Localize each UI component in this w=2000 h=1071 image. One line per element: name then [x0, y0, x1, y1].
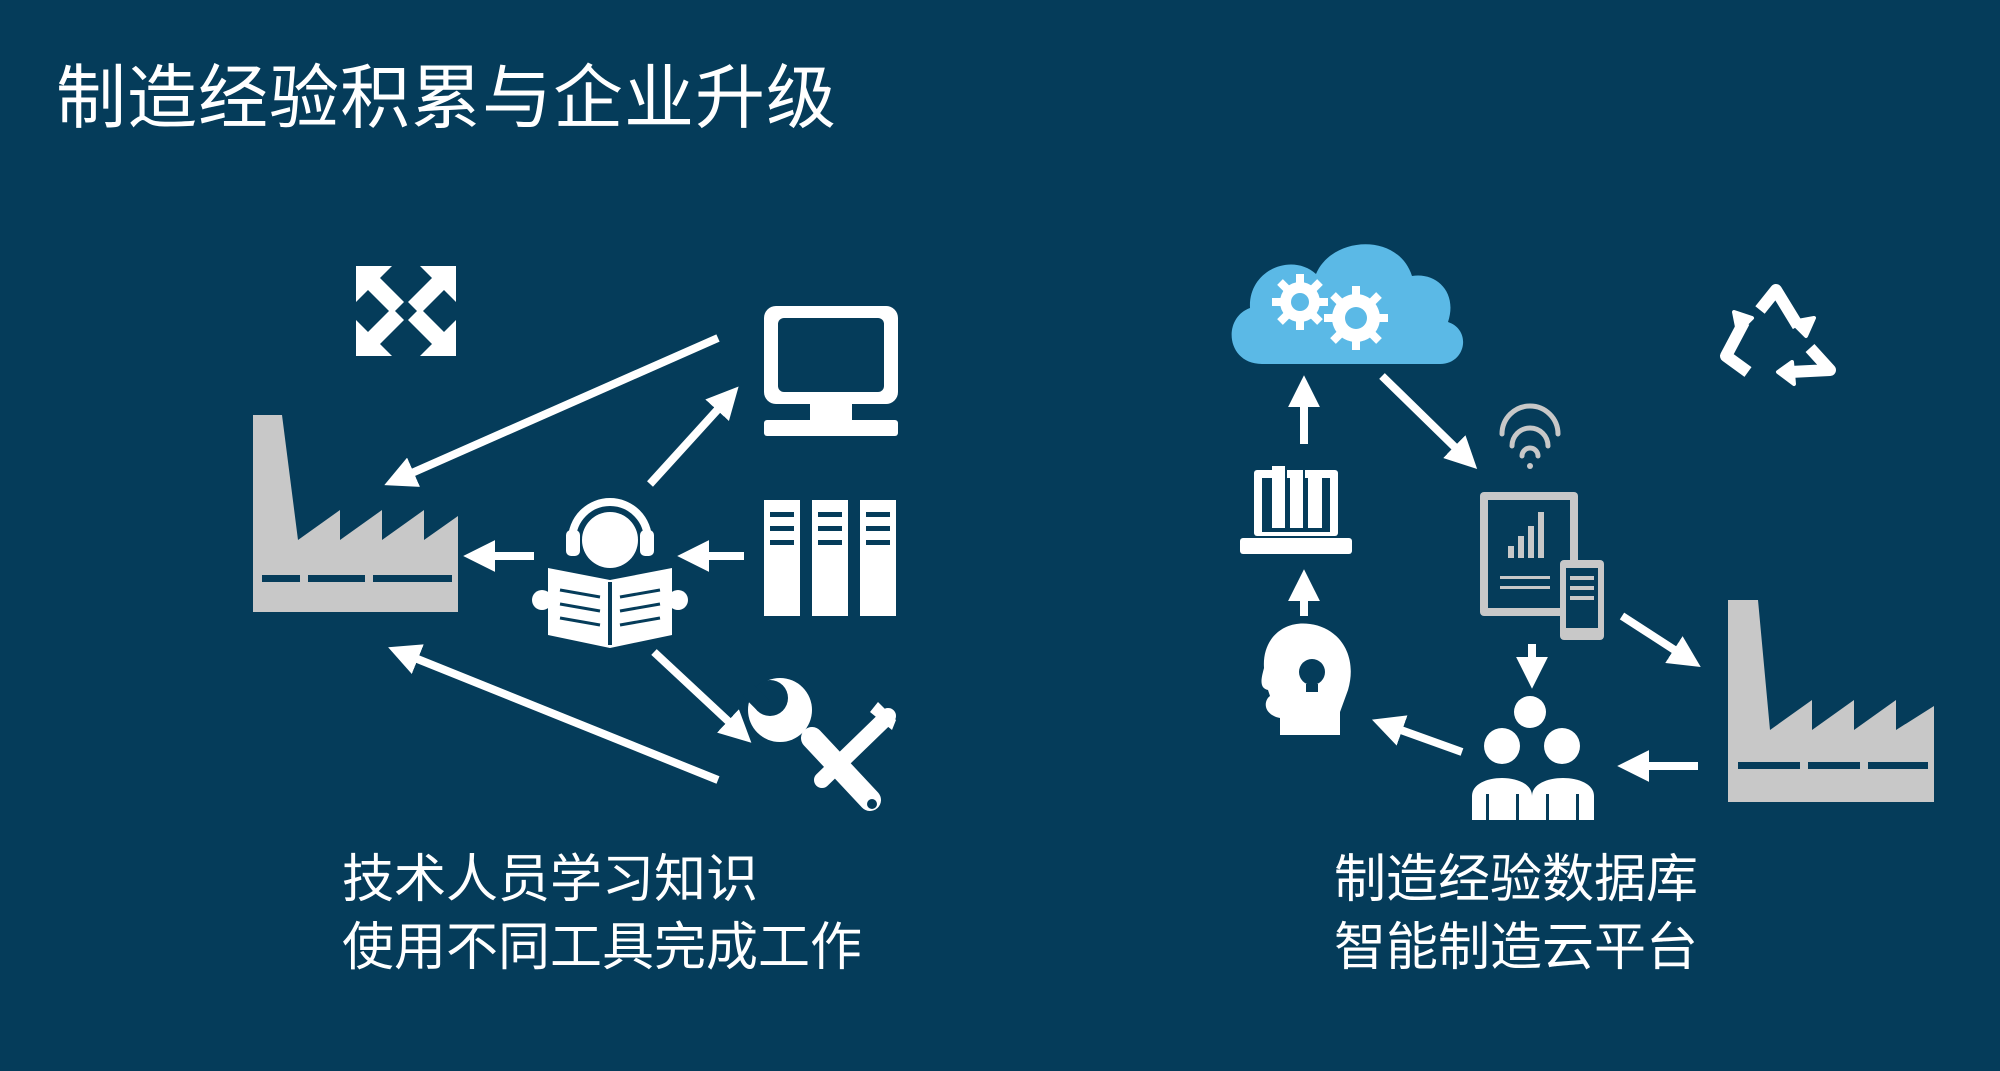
reader-with-headphones-icon — [532, 498, 688, 648]
left-caption-line-1: 技术人员学习知识 — [342, 850, 759, 910]
arrow-cloud-to-tablet — [1379, 373, 1478, 469]
arrow-team-to-head — [1371, 715, 1464, 756]
arrow-monitor-to-factory — [384, 334, 720, 487]
arrow-reader-to-tools — [651, 649, 752, 743]
tablet-chart-icon — [1480, 492, 1604, 640]
monitor-icon — [764, 306, 898, 436]
factory-icon — [1728, 600, 1934, 802]
wrench-screwdriver-icon — [742, 678, 896, 811]
lightbulb-head-icon — [1261, 623, 1351, 735]
wifi-icon — [1499, 403, 1561, 469]
move-arrows-icon — [356, 266, 456, 356]
right-caption-line-2: 智能制造云平台 — [1334, 918, 1699, 978]
recycle-icon — [1720, 284, 1836, 386]
right-caption: 制造经验数据库 智能制造云平台 — [1334, 846, 1698, 982]
laptop-books-icon — [1240, 466, 1352, 554]
left-arrows — [384, 334, 752, 784]
server-rack-icon — [764, 500, 896, 616]
right-arrows — [1288, 373, 1701, 782]
left-caption: 技术人员学习知识 使用不同工具完成工作 — [342, 846, 862, 982]
team-icon — [1472, 696, 1594, 820]
left-caption-line-2: 使用不同工具完成工作 — [342, 918, 863, 978]
right-caption-line-1: 制造经验数据库 — [1334, 850, 1699, 910]
arrow-tablet-to-factory — [1619, 612, 1701, 667]
cloud-gears-icon — [1231, 244, 1464, 364]
arrow-tools-to-factory — [388, 644, 720, 784]
arrow-reader-to-monitor — [647, 386, 739, 487]
factory-icon — [253, 415, 458, 612]
page-title: 制造经验积累与企业升级 — [56, 57, 837, 139]
